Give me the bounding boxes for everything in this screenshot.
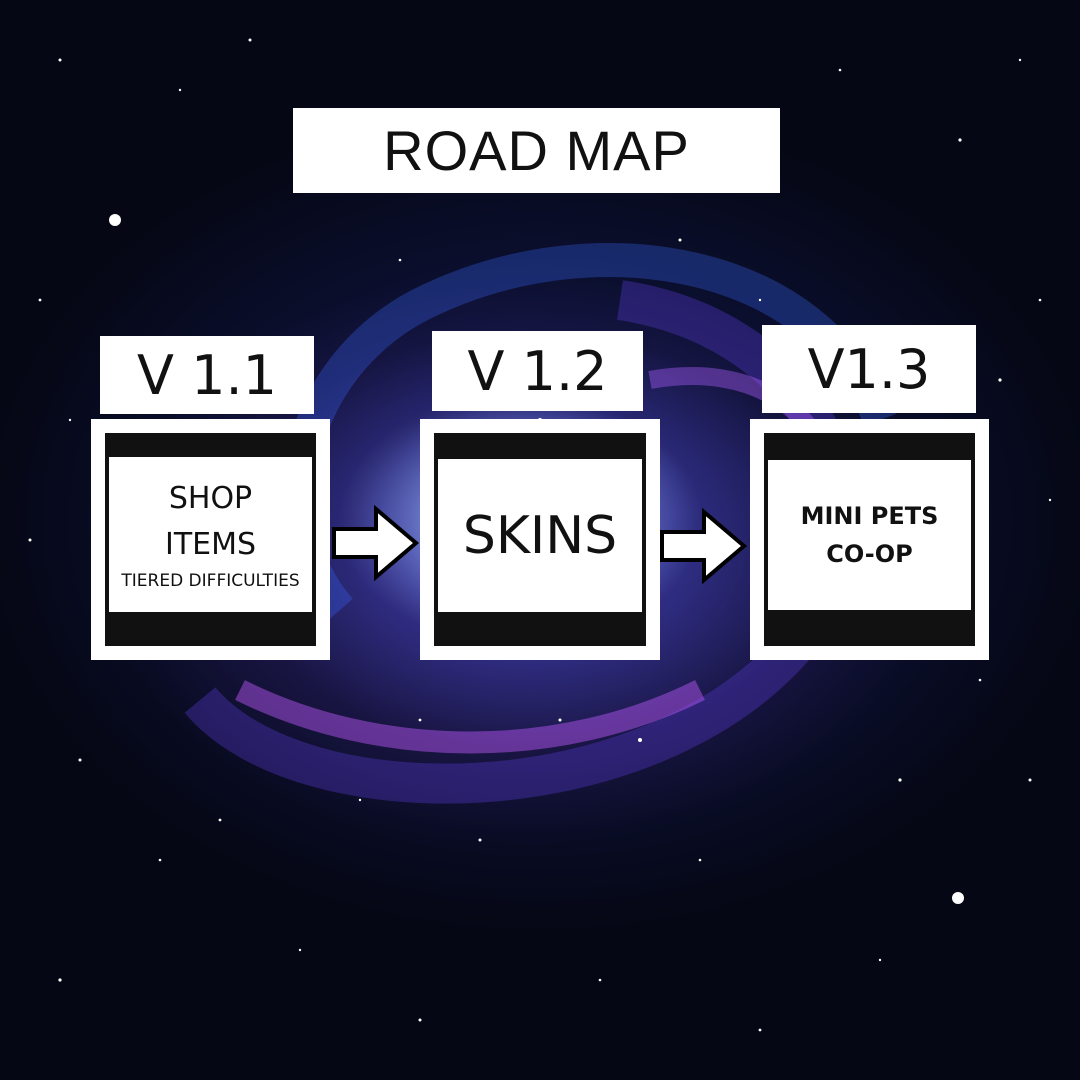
right-arrow-icon (660, 508, 748, 584)
milestone-feature: TIERED DIFFICULTIES (121, 570, 300, 591)
title-box: ROAD MAP (293, 108, 780, 193)
page-title: ROAD MAP (383, 119, 690, 182)
card-panel: MINI PETS CO-OP (768, 460, 971, 610)
milestone-feature: SKINS (462, 505, 618, 566)
version-label-box: V1.3 (762, 325, 976, 413)
card-panel: SHOP ITEMS TIERED DIFFICULTIES (109, 457, 312, 612)
version-label-box: V 1.2 (432, 331, 643, 411)
milestone-card: MINI PETS CO-OP (750, 419, 989, 660)
card-frame: SHOP ITEMS TIERED DIFFICULTIES (105, 433, 316, 646)
version-label: V 1.1 (137, 343, 277, 407)
milestone-feature: MINI PETS (800, 502, 939, 530)
card-frame: MINI PETS CO-OP (764, 433, 975, 646)
card-panel: SKINS (438, 459, 642, 612)
version-label: V1.3 (807, 337, 931, 401)
version-label: V 1.2 (467, 339, 608, 403)
milestone-feature: SHOP (168, 480, 253, 516)
version-label-box: V 1.1 (100, 336, 314, 414)
card-frame: SKINS (434, 433, 646, 646)
milestone-feature: CO-OP (826, 540, 913, 568)
milestone-card: SKINS (420, 419, 660, 660)
right-arrow-icon (332, 505, 420, 581)
milestone-card: SHOP ITEMS TIERED DIFFICULTIES (91, 419, 330, 660)
milestone-feature: ITEMS (164, 526, 257, 562)
